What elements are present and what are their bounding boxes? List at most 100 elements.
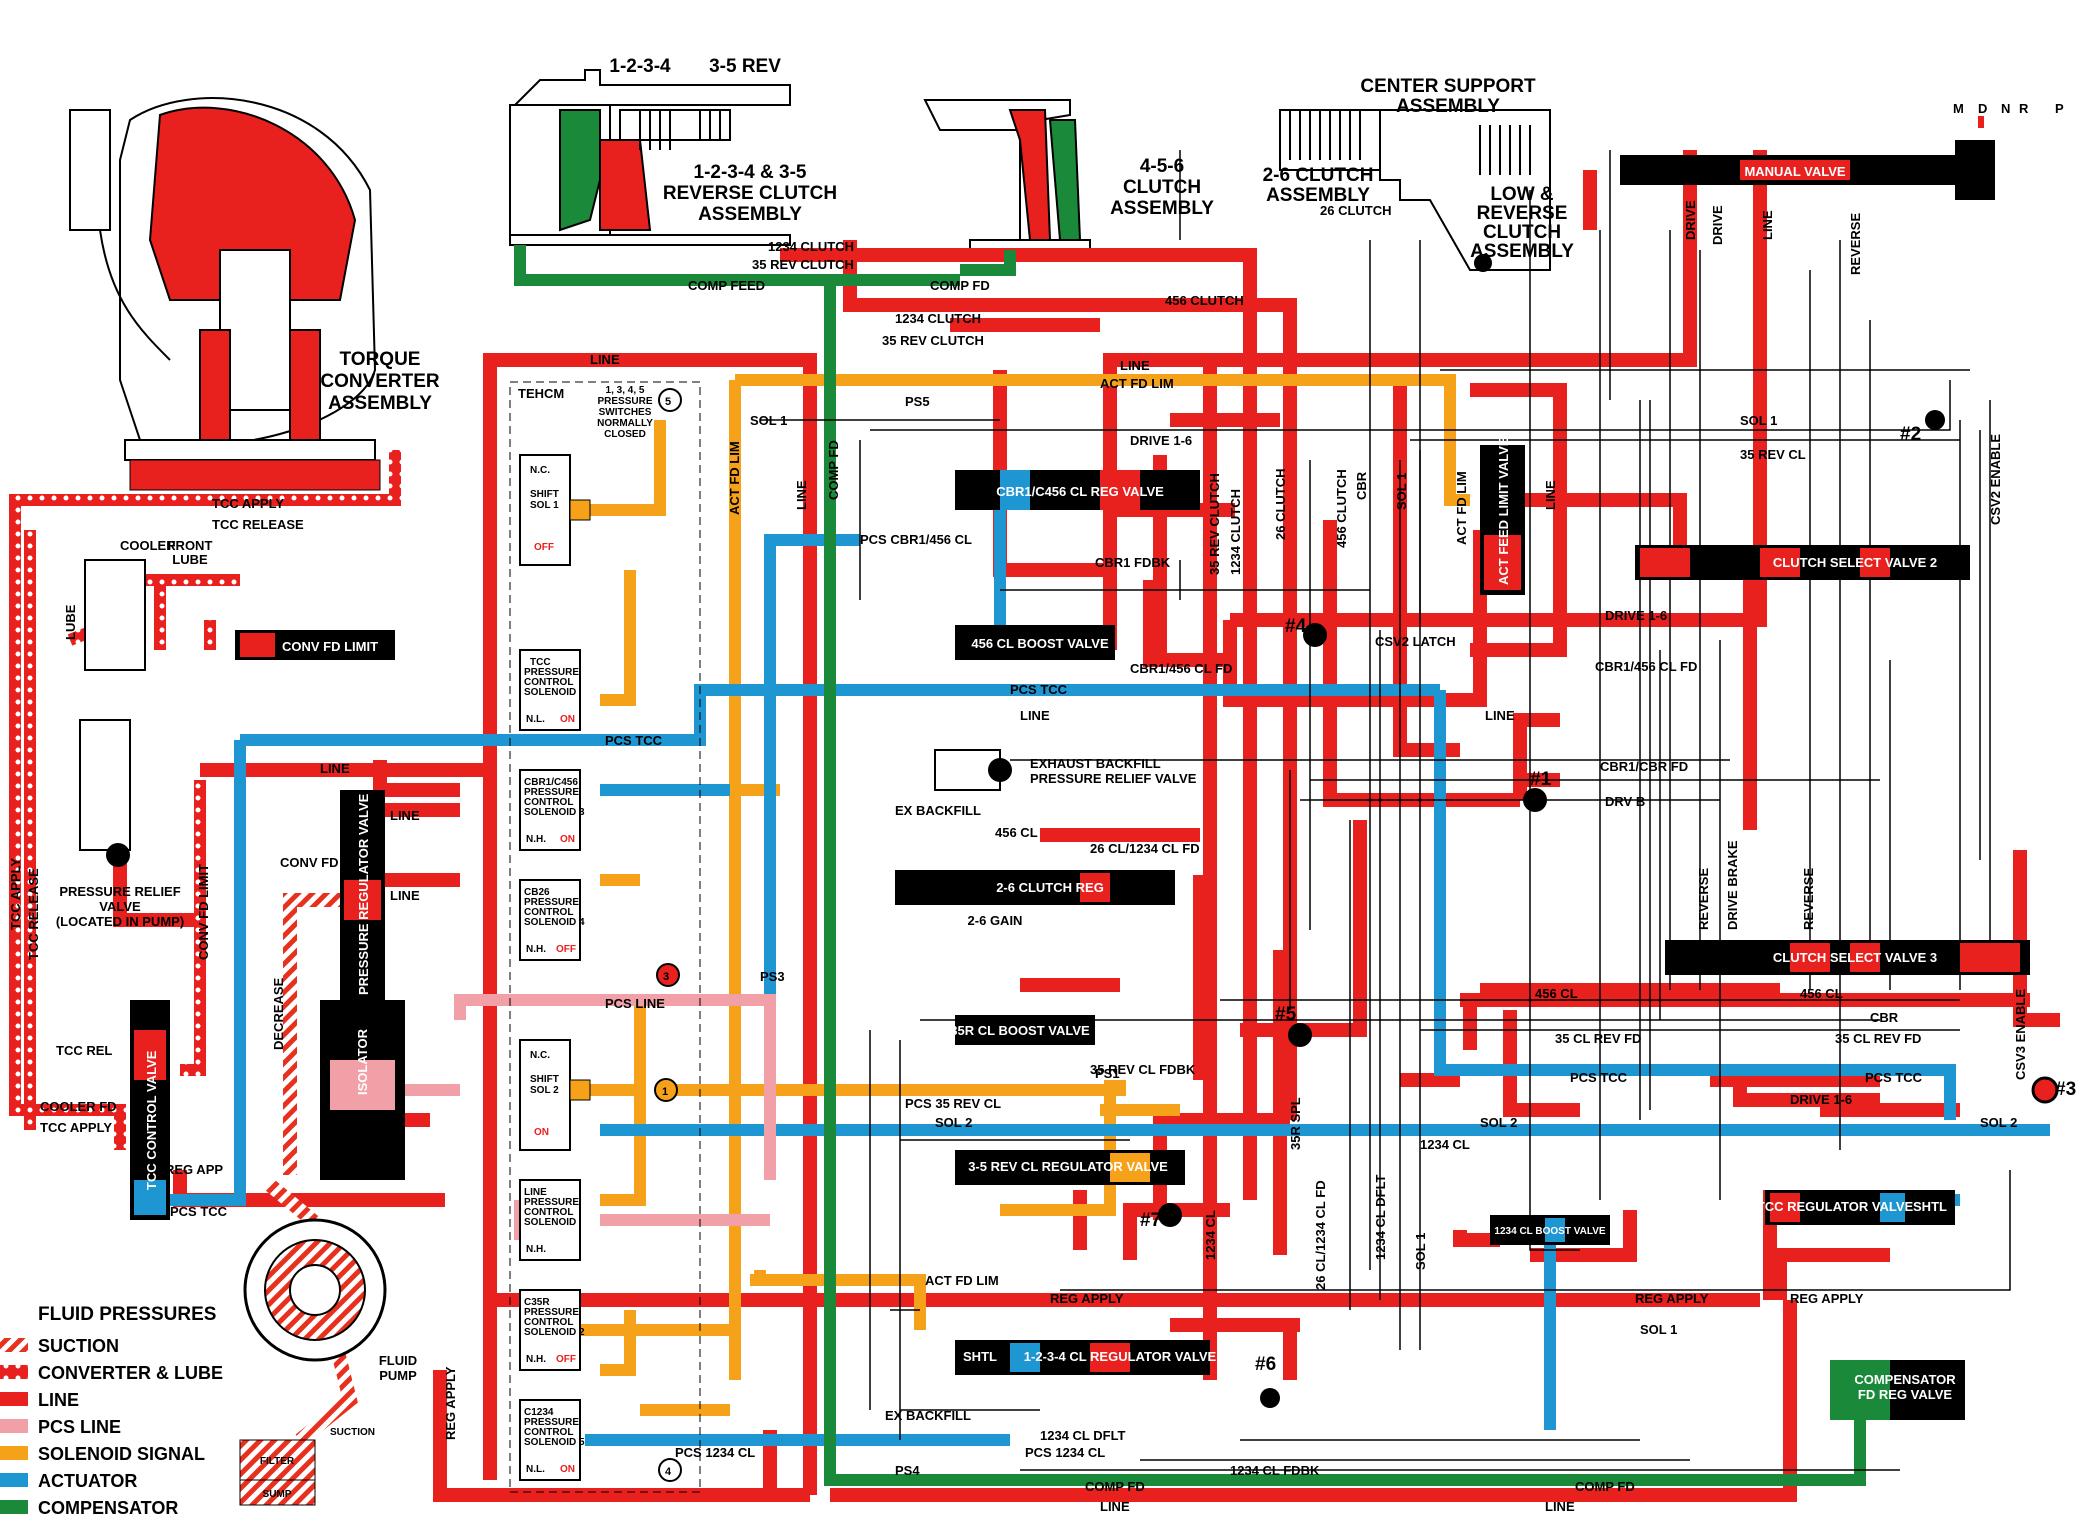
svg-text:#5: #5 (1275, 1004, 1297, 1025)
lbl-line-top: LINE (590, 352, 620, 367)
conv-fd-limit-valve: CONV FD LIMIT (235, 630, 395, 660)
lbl-line-bottom-b: LINE (1545, 1499, 1575, 1514)
svg-text:N.H.: N.H. (526, 834, 546, 845)
vlbl-conv-fd-limit: CONV FD LIMIT (196, 864, 211, 960)
lbl-comp-fd-top: COMP FD (930, 278, 990, 293)
lbl-comp-fd-bottom-b: COMP FD (1575, 1479, 1635, 1494)
tcc-regulator-valve: TCC REGULATOR VALVE SHTL (1757, 1190, 1955, 1225)
vlbl-1234-dflt: 1234 CL DFLT (1373, 1174, 1388, 1260)
lbl-35rev-cl-a: 35 REV CL (1740, 447, 1806, 462)
vlbl-decrease: DECREASE (271, 977, 286, 1050)
clutch-26-reg-label: 2-6 CLUTCH REG (996, 880, 1104, 895)
svg-text:N.H.: N.H. (526, 1354, 546, 1365)
act-feed-limit-label: ACT FEED LIMIT VALVE (1496, 437, 1511, 585)
shtl-tcc-label: SHTL (1913, 1199, 1947, 1214)
numbered-markers: 5 4 3 1 (654, 388, 682, 1482)
svg-text:ACTUATOR: ACTUATOR (38, 1471, 137, 1491)
cbr1-c456-label: CBR1/C456 CL REG VALVE (996, 484, 1164, 499)
lbl-pcs-1234-a: PCS 1234 CL (675, 1445, 755, 1460)
svg-text:OFF: OFF (556, 944, 576, 955)
clutch-select-valve-3: CLUTCH SELECT VALVE 3 (1665, 940, 2030, 975)
clutch-select-valve-2: CLUTCH SELECT VALVE 2 (1635, 545, 1970, 580)
conv-fd-limit-label: CONV FD LIMIT (282, 639, 378, 654)
prndl-indicator: M D N R P (1953, 101, 2064, 128)
lbl-cbr1-cbr-fd: CBR1/CBR FD (1600, 759, 1688, 774)
legend-item-compensator: COMPENSATOR (0, 1498, 178, 1518)
checkball-7: #7 (1140, 1203, 1182, 1231)
vlbl-comp-fd-a: COMP FD (826, 440, 841, 500)
lbl-sol2-a: SOL 2 (935, 1115, 972, 1130)
checkball-4: #4 (1285, 616, 1327, 647)
prndl-r: R (2019, 101, 2029, 116)
passage-labels: 1234 CLUTCH 35 REV CLUTCH COMP FEED COMP… (8, 200, 2028, 1514)
lbl-26cl-1234fd: 26 CL/1234 CL FD (1090, 841, 1200, 856)
svg-text:LINE: LINE (38, 1390, 79, 1410)
svg-text:#1: #1 (1530, 769, 1552, 790)
checkball-3: #3 (2031, 1076, 2076, 1104)
svg-text:CONVERTER & LUBE: CONVERTER & LUBE (38, 1363, 223, 1383)
lbl-pcs-line: PCS LINE (605, 996, 665, 1011)
lbl-ps5: PS5 (905, 394, 930, 409)
vlbl-csv3-enable: CSV3 ENABLE (2013, 989, 2028, 1080)
vlbl-26cl-1234fd: 26 CL/1234 CL FD (1313, 1180, 1328, 1290)
lbl-35rev-clutch-b: 35 REV CLUTCH (882, 333, 984, 348)
legend-item-line: LINE (0, 1390, 79, 1410)
vlbl-drive-brake: DRIVE BRAKE (1725, 840, 1740, 930)
lbl-1234-fdbk: 1234 CL FDBK (1230, 1463, 1320, 1478)
prndl-p: P (2055, 101, 2064, 116)
lbl-line-b: LINE (1020, 708, 1050, 723)
passages-pcs-line (400, 994, 776, 1240)
lbl-drive16-c: DRIVE 1-6 (1790, 1092, 1852, 1107)
vlbl-cbr: CBR (1354, 471, 1369, 500)
vlbl-drive-b: DRIVE (1710, 205, 1725, 245)
vlbl-1234-cl: 1234 CL (1203, 1210, 1218, 1260)
lbl-pcs-tcc-c: PCS TCC (1570, 1070, 1628, 1085)
lbl-pcs-tcc-e: PCS TCC (170, 1204, 228, 1219)
lbl-tcc-apply-a: TCC APPLY (212, 496, 284, 511)
lbl-line-e: LINE (390, 808, 420, 823)
lbl-drive16-b: DRIVE 1-6 (1605, 608, 1667, 623)
lbl-reg-apply-a: REG APPLY (1050, 1291, 1124, 1306)
lbl-35cl-rev-fd-a: 35 CL REV FD (1555, 1031, 1641, 1046)
sump-label: SUMP (263, 1489, 292, 1500)
filter-sump: FILTER SUMP SUCTION (239, 1427, 375, 1506)
hdr-35rev: 3-5 REV (709, 56, 781, 77)
vlbl-line-a: LINE (794, 480, 809, 510)
lbl-35cl-rev-fd-b: 35 CL REV FD (1835, 1031, 1921, 1046)
lbl-sol1-b: SOL 1 (1740, 413, 1777, 428)
legend-item-converter-lube: CONVERTER & LUBE (0, 1363, 223, 1383)
tcc-regulator-label: TCC REGULATOR VALVE (1757, 1199, 1914, 1214)
lbl-drv-b: DRV B (1605, 794, 1645, 809)
svg-text:ON: ON (560, 834, 575, 845)
lbl-ps4: PS4 (895, 1463, 920, 1478)
lbl-ps1: PS1 (1095, 1066, 1120, 1081)
reg-1234-valve: SHTL 1-2-3-4 CL REGULATOR VALVE (955, 1340, 1217, 1375)
lbl-comp-feed: COMP FEED (688, 278, 765, 293)
svg-text:N.H.: N.H. (526, 1244, 546, 1255)
vlbl-csv2-enable: CSV2 ENABLE (1988, 434, 2003, 525)
lbl-cooler-fd: COOLER FD (40, 1099, 117, 1114)
lbl-1234-clutch-b: 1234 CLUTCH (895, 311, 981, 326)
tehcm-label: TEHCM (518, 386, 564, 401)
shtl-1234-label: SHTL (963, 1349, 997, 1364)
vlbl-line-c: LINE (1760, 210, 1775, 240)
svg-text:OFF: OFF (534, 542, 554, 553)
lbl-sol1-a: SOL 1 (750, 413, 787, 428)
vlbl-tcc-apply: TCC APPLY (8, 858, 23, 930)
lbl-line-bottom-a: LINE (1100, 1499, 1130, 1514)
lbl-35rev-fdbk: 35 REV CL FDBK (1090, 1062, 1196, 1077)
legend-item-suction: SUCTION (0, 1336, 119, 1356)
lbl-tcc-release: TCC RELEASE (212, 517, 304, 532)
